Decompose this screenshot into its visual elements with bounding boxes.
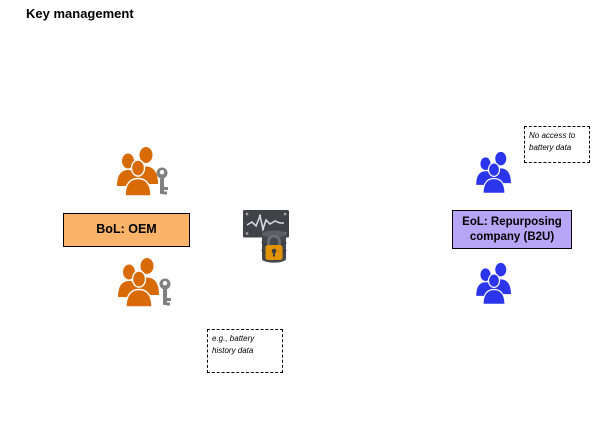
diagram-title: Key management (26, 6, 134, 21)
note-no-access-line1: No access to (529, 131, 576, 140)
note-no-access-line2: battery data (529, 142, 572, 152)
locked-database-icon (243, 210, 289, 263)
eol-label-line1: EoL: Repurposing (462, 216, 562, 229)
people-group-icon (476, 262, 511, 305)
people-group-with-key-icon (118, 258, 171, 308)
key-icon (159, 278, 171, 306)
note-battery-data-line1: e.g., battery (212, 334, 255, 343)
note-battery-data: e.g., battery history data (207, 329, 283, 373)
waveform-icon (246, 213, 284, 232)
key-icon (156, 167, 168, 195)
locked-data-store (242, 208, 294, 265)
note-battery-data-line2: history data (212, 345, 254, 355)
oem-people-group-bottom (116, 257, 172, 309)
eol-label-line2: company (B2U) (469, 230, 555, 243)
oem-people-group-top (115, 146, 171, 198)
b2u-people-group-top (472, 151, 516, 195)
note-no-access: No access to battery data (524, 126, 590, 163)
people-group-icon (476, 151, 511, 194)
b2u-people-group-bottom (472, 262, 516, 306)
people-group-with-key-icon (117, 147, 168, 197)
eol-repurposing-box: EoL: Repurposing company (B2U) (452, 210, 572, 249)
padlock-icon (265, 234, 283, 260)
bol-oem-box: BoL: OEM (63, 213, 190, 247)
